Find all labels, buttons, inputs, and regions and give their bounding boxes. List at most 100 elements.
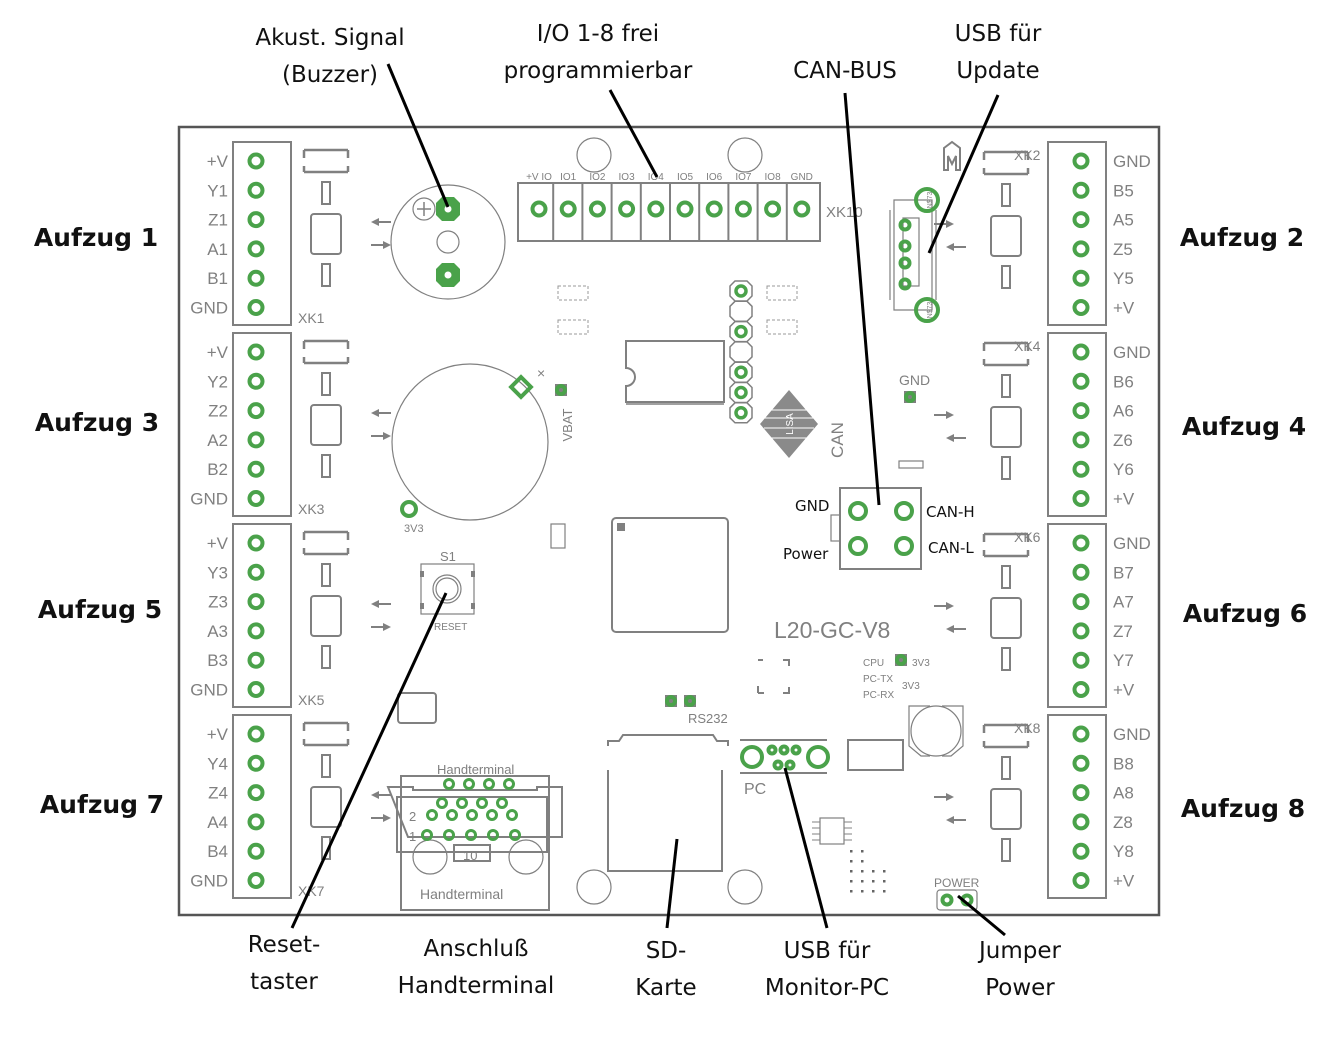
io-pin-label: IO5 [677,172,694,183]
io-pin-label: GND [791,172,813,183]
terminal-pad [1072,842,1090,860]
handterminal-pin [466,809,478,821]
pc-rx-led-label: PC-RX [863,690,894,701]
terminal-pin-label: Z7 [1113,622,1133,641]
handterminal-pin [496,797,508,809]
terminal-pin-label: B7 [1113,563,1134,582]
io-pad [618,200,636,218]
left-driver-chips [302,148,391,860]
arrow-left-icon [371,791,391,799]
mounting-hole [727,137,763,173]
usb-update-callout-line2: Update [956,58,1039,84]
arrow-left-icon [371,218,391,226]
nst-bottom-label: N$73 [927,302,934,319]
terminal-pin-label: +V [207,534,229,553]
handterminal-callout-line1: Anschluß [424,936,529,962]
terminal-pin-label: B1 [207,269,228,288]
elevator-3-label: Aufzug 3 [35,408,159,437]
io-pin-label: IO2 [589,172,606,183]
lisa-logo: LISA [760,390,818,458]
header-pad [734,365,748,379]
component-box [847,739,904,771]
terminal-pad [247,490,265,507]
handterminal-callout-line2: Handterminal [398,973,555,999]
terminal-pin-label: GND [1113,534,1151,553]
rs485-driver [302,339,391,478]
can-power-label: Power [783,545,829,563]
terminal-pad [247,534,265,552]
connector-id-label: XK1 [298,310,325,326]
power-jumper-label: POWER [934,876,980,890]
terminal-pad [1072,299,1090,316]
reset-callout-line1: Reset- [248,932,321,958]
handterminal-pin [509,829,521,841]
battery-holder: × VBAT 3V3 [391,363,575,535]
handterminal-pin [443,778,455,790]
terminal-pin-label: +V [1113,872,1135,891]
handterminal-pin [465,829,477,841]
terminal-pad [1072,372,1090,390]
terminal-pad [1072,872,1090,889]
pc-tx-led-label: PC-TX [863,674,893,685]
arrow-right-icon [946,434,966,442]
mounting-hole [727,869,763,905]
terminal-pad [1072,593,1090,611]
crystal-outline [757,659,790,694]
terminal-pin-label: B5 [1113,181,1134,200]
mounting-hole [576,869,612,905]
terminal-pad [1072,269,1090,287]
canbus-callout: CAN-BUS [793,58,897,84]
handterminal-pin [436,797,448,809]
x-mark: × [537,365,545,381]
header-pad [734,385,748,400]
reset-label: RESET [434,622,467,633]
arrow-left-icon [934,793,954,801]
logo-text: LISA [785,413,796,435]
xk10-label: XK10 [826,204,863,221]
arrow-left-icon [371,409,391,417]
can-l-label: CAN-L [928,539,974,557]
terminal-pin-label: B4 [207,842,228,861]
io-pad [764,200,782,218]
io-pin-label: IO7 [735,172,752,183]
terminal-pad [1072,402,1090,420]
handterminal-connector [386,775,563,911]
terminal-pad [1072,490,1090,507]
3v3-a-label: 3V3 [912,658,930,669]
terminal-pin-label: GND [190,490,228,509]
ht-pin10-label: 10 [463,848,477,863]
jumper-callout-line2: Power [985,975,1055,1001]
terminal-pad [247,813,265,831]
handterminal-bottom-label: Handterminal [420,886,503,902]
io-pin-label: IO8 [765,172,782,183]
handterminal-pin [506,809,518,821]
arrow-left-icon [934,411,954,419]
terminal-pin-label: A1 [207,240,228,259]
terminal-pad [1072,431,1090,449]
terminal-pad [247,725,265,743]
terminal-pin-label: Z4 [208,784,228,803]
io-callout-line2: programmierbar [504,58,693,84]
terminal-pin-label: Z3 [208,593,228,612]
board-name: L20-GC-V8 [774,617,890,643]
terminal-pin-label: B3 [207,651,228,670]
terminal-pad [247,754,265,772]
usb-update-callout-line1: USB für [955,21,1042,47]
can-gnd-label: GND [795,497,829,515]
terminal-pin-label: A4 [207,813,228,832]
terminal-pin-label: GND [190,872,228,891]
rs485-driver [302,148,391,287]
vbat-label: VBAT [560,408,575,441]
terminal-pin-label: Y8 [1113,842,1134,861]
terminal-pad [247,152,265,170]
terminal-pad [247,372,265,390]
elevator-8-label: Aufzug 8 [1181,794,1305,823]
board-outline [177,125,1161,917]
leader-lines [290,63,1006,937]
via-array [850,850,886,893]
handterminal-pin [463,778,475,790]
terminal-pad [247,784,265,802]
